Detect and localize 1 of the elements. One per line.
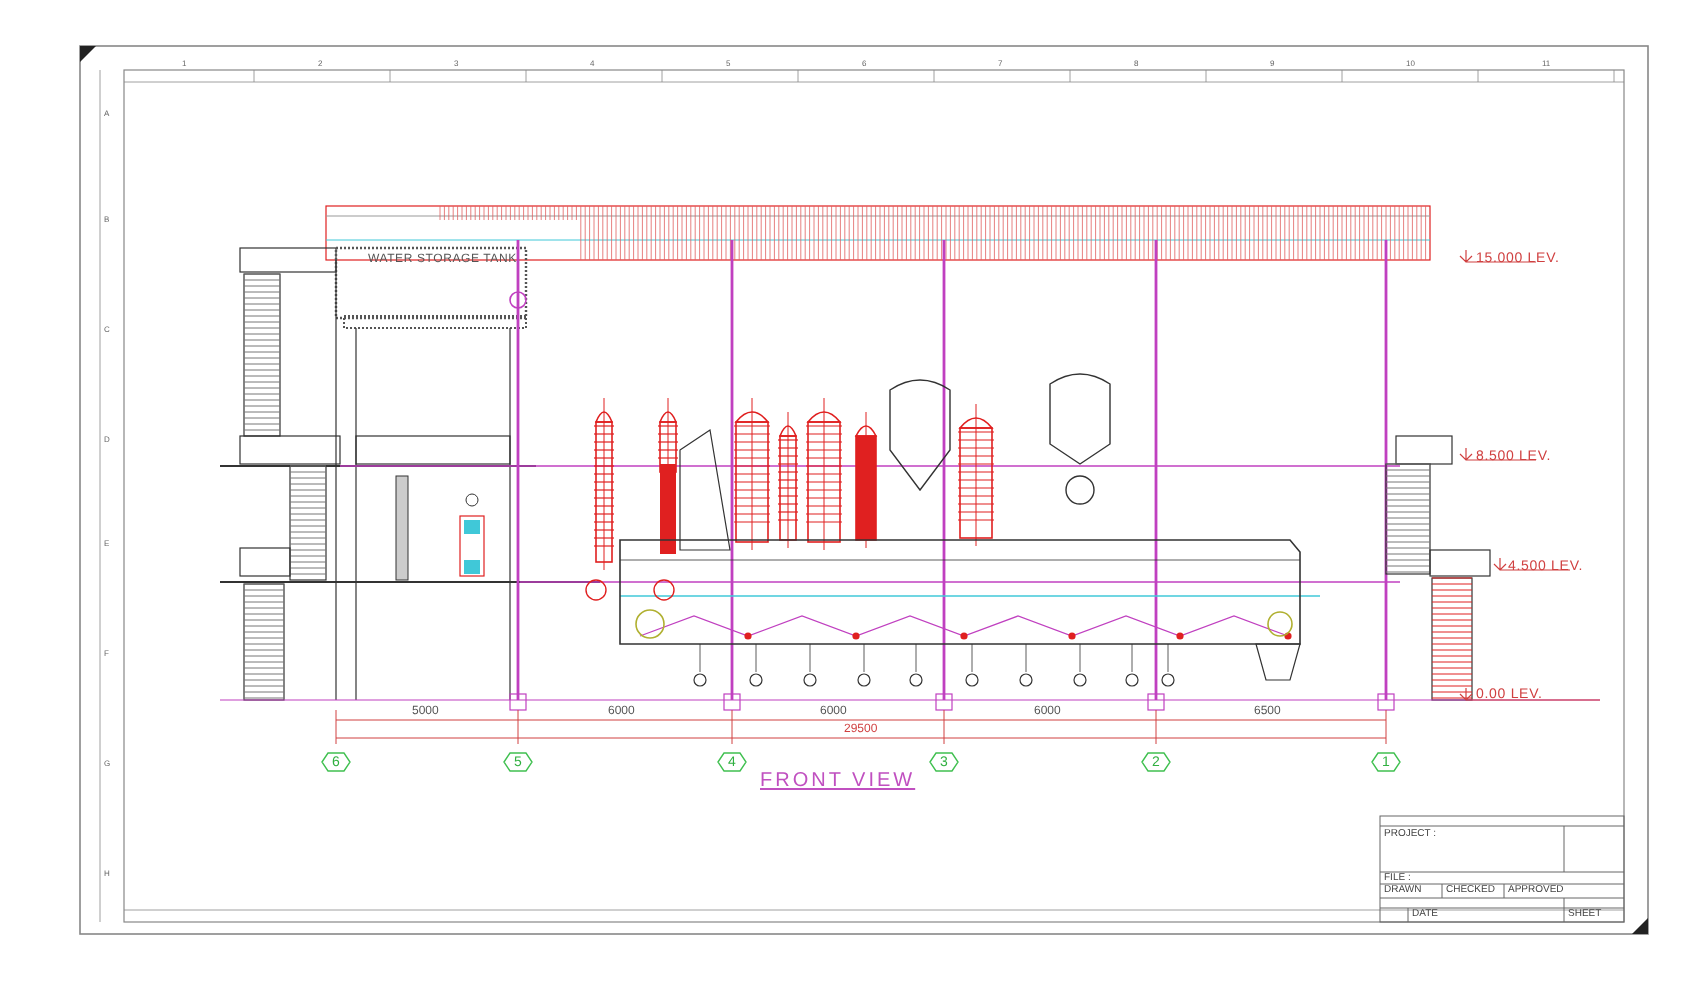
view-title: FRONT VIEW [760,768,916,796]
